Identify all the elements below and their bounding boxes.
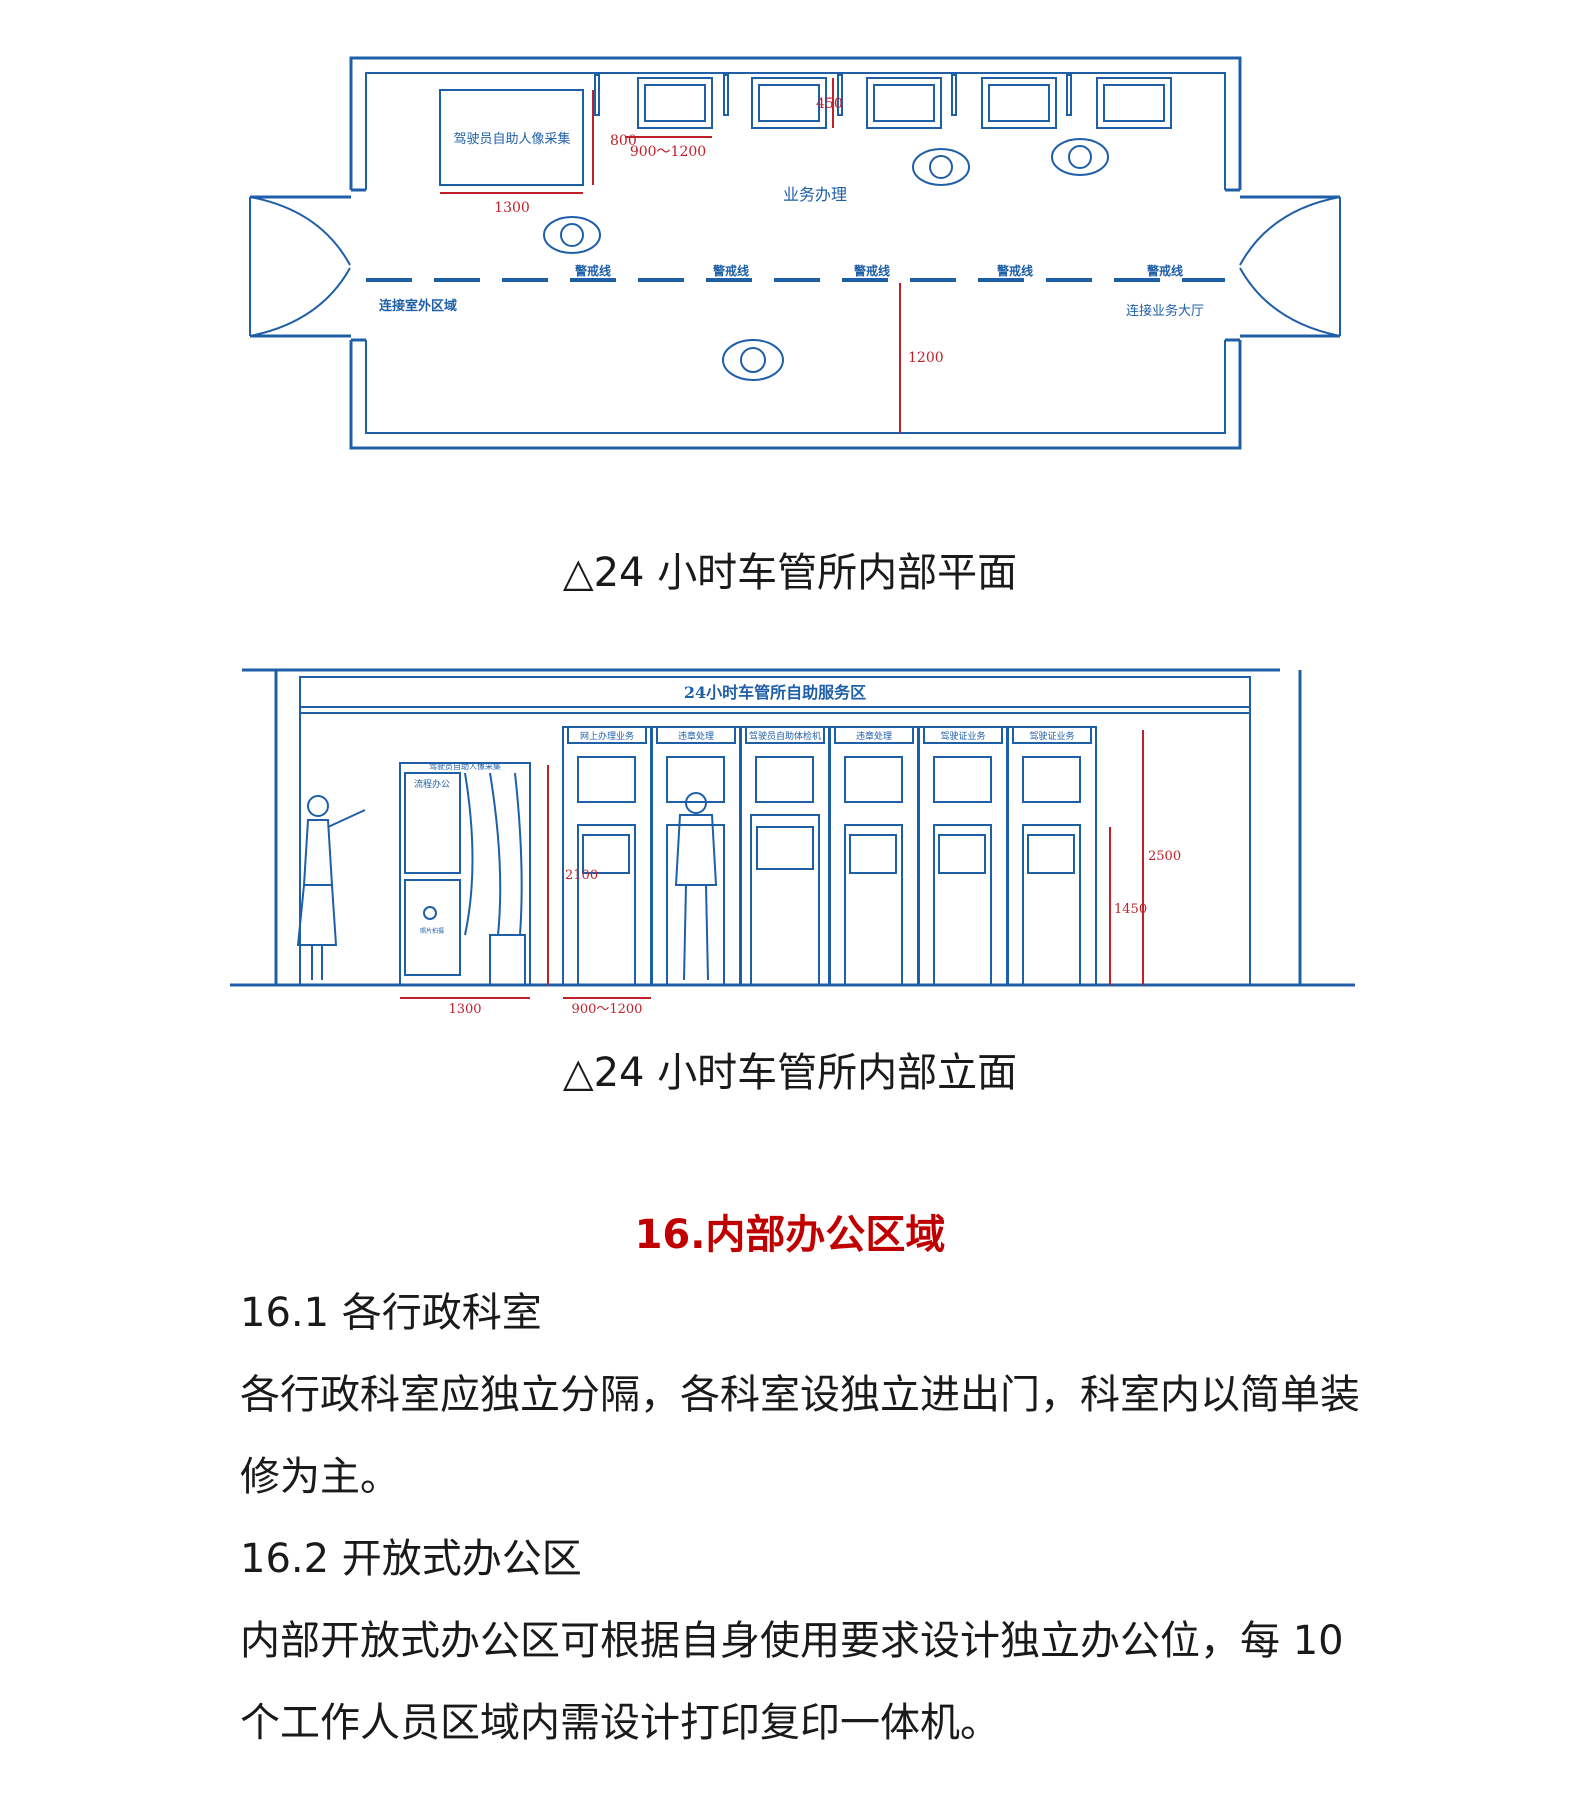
- booth-title: 驾驶员自助人像采集: [429, 761, 501, 771]
- kiosk-label: 违章处理: [856, 730, 892, 742]
- booth-button-label: 照片拍摄: [420, 927, 444, 935]
- warning-label: 警戒线: [853, 263, 890, 278]
- plan-outside-label: 连接室外区域: [379, 298, 457, 314]
- person-icon: [674, 792, 718, 981]
- dim-text: 1300: [448, 1002, 481, 1017]
- floor-plan-diagram: 驾驶员自助人像采集 业务办理 连接室外区域 连接业务大厅 警戒线 警戒线 警戒线…: [249, 56, 1341, 450]
- warning-label: 警戒线: [1146, 263, 1183, 278]
- elevation-photo-booth: [399, 762, 531, 986]
- dim-text: 800: [610, 133, 637, 149]
- dim-text: 1450: [1114, 902, 1147, 917]
- subsection-title: 16.1 各行政科室: [240, 1290, 542, 1336]
- warning-label: 警戒线: [574, 263, 611, 278]
- elevation-diagram: 24小时车管所自助服务区 驾驶员自助人像采集 流程办公 照片拍摄 网上办理业务 …: [230, 668, 1355, 1017]
- kiosk-label: 驾驶证业务: [1029, 730, 1074, 742]
- plan-hall-label: 连接业务大厅: [1126, 303, 1204, 319]
- person-icon: [543, 138, 1109, 381]
- booth-panel-label: 流程办公: [414, 778, 450, 790]
- kiosk-label: 违章处理: [678, 730, 714, 742]
- dim-text: 1200: [908, 350, 944, 366]
- paragraph: 内部开放式办公区可根据自身使用要求设计独立办公位，每 10 个工作人员区域内需设…: [240, 1618, 1344, 1746]
- kiosk-label: 驾驶员自助体检机: [749, 730, 821, 742]
- warning-label: 警戒线: [996, 263, 1033, 278]
- kiosk-label: 驾驶证业务: [940, 730, 985, 742]
- left-door: [249, 188, 366, 342]
- paragraph: 各行政科室应独立分隔，各科室设独立进出门，科室内以简单装修为主。: [240, 1372, 1360, 1500]
- person-icon: [296, 795, 366, 980]
- dim-text: 450: [816, 96, 843, 112]
- dim-text: 2100: [565, 868, 598, 883]
- plan-photo-booth: [439, 89, 584, 186]
- right-door: [1225, 188, 1341, 342]
- dim-text: 900～1200: [572, 1002, 643, 1017]
- plan-business-label: 业务办理: [783, 185, 847, 204]
- kiosk-label: 网上办理业务: [580, 730, 634, 742]
- plan-photo-booth-label: 驾驶员自助人像采集: [453, 131, 570, 147]
- plan-caption: △24 小时车管所内部平面: [562, 550, 1018, 596]
- subsection-title: 16.2 开放式办公区: [240, 1536, 582, 1582]
- elevation-header: 24小时车管所自助服务区: [684, 683, 866, 702]
- section-title: 16.内部办公区域: [634, 1212, 946, 1258]
- dim-text: 900～1200: [630, 144, 706, 160]
- kiosk-row: [562, 726, 1097, 986]
- dim-text: 1300: [494, 200, 530, 216]
- plan-screens: [594, 74, 1172, 129]
- plan-outer-wall: [349, 56, 1242, 450]
- dim-text: 2500: [1148, 849, 1181, 864]
- warning-label: 警戒线: [712, 263, 749, 278]
- elevation-caption: △24 小时车管所内部立面: [562, 1050, 1018, 1096]
